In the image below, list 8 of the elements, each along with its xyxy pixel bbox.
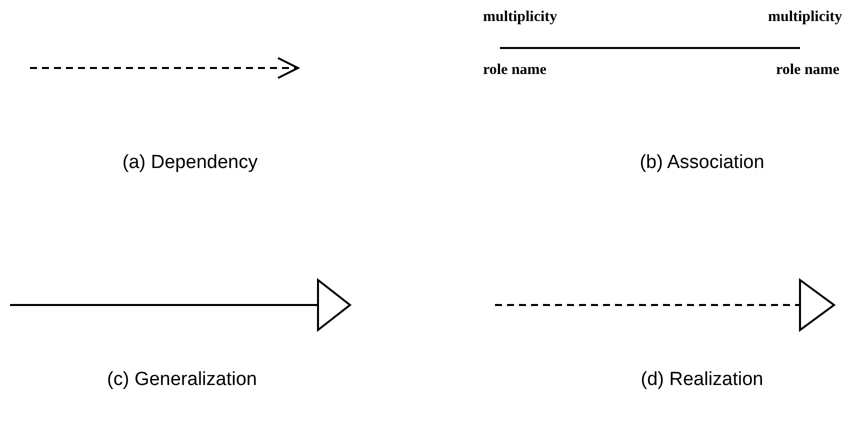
caption: (d) Realization xyxy=(640,369,764,391)
role-name-label: role name xyxy=(483,62,546,79)
role-name-label: role name xyxy=(776,62,840,79)
caption: (a) Dependency xyxy=(122,152,258,174)
multiplicity-label: multiplicity xyxy=(483,9,558,26)
caption: (c) Generalization xyxy=(107,369,257,391)
caption: (b) Association xyxy=(640,152,764,174)
multiplicity-label: multiplicity xyxy=(768,9,842,26)
